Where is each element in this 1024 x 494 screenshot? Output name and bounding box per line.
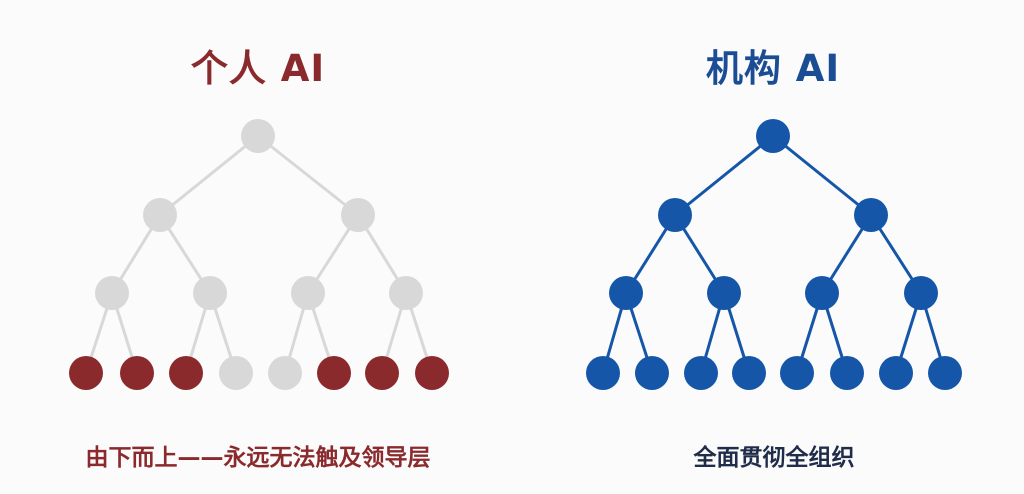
personal-tree-node-inactive [268,356,302,390]
personal-ai-caption: 由下而上——永远无法触及领导层 [85,445,431,471]
organization-tree-node-active [732,356,766,390]
organization-tree-node-active [635,356,669,390]
organization-tree-node-active [830,356,864,390]
personal-tree-node-inactive [389,276,423,310]
organization-tree-node-active [756,119,790,153]
personal-tree-node-active [365,356,399,390]
organization-ai-title: 机构 AI [705,47,841,90]
organization-tree-node-active [586,356,620,390]
personal-tree-link [257,134,359,217]
organization-tree-node-active [707,276,741,310]
personal-tree [69,119,449,390]
personal-tree-node-inactive [241,119,275,153]
organization-tree-node-active [928,356,962,390]
personal-tree-node-active [415,356,449,390]
organization-tree-node-active [805,276,839,310]
personal-tree-node-active [120,356,154,390]
personal-tree-node-inactive [341,198,375,232]
personal-tree-node-inactive [193,276,227,310]
personal-tree-node-active [317,356,351,390]
personal-tree-node-inactive [219,356,253,390]
organization-tree-node-active [879,356,913,390]
organization-tree-node-active [780,356,814,390]
organization-tree-link [772,134,872,217]
organization-tree-node-active [684,356,718,390]
organization-tree-node-active [609,276,643,310]
organization-tree-node-active [658,198,692,232]
personal-tree-node-active [69,356,103,390]
organization-tree-node-active [854,198,888,232]
personal-ai-title: 个人 AI [190,47,326,90]
personal-tree-node-active [169,356,203,390]
personal-tree-node-inactive [291,276,325,310]
organization-ai-caption: 全面贯彻全组织 [693,445,855,471]
organization-tree-node-active [904,276,938,310]
personal-tree-node-inactive [143,198,177,232]
personal-tree-node-inactive [95,276,129,310]
organization-tree-link [674,134,774,217]
organization-tree [586,119,962,390]
personal-tree-link [159,134,259,217]
